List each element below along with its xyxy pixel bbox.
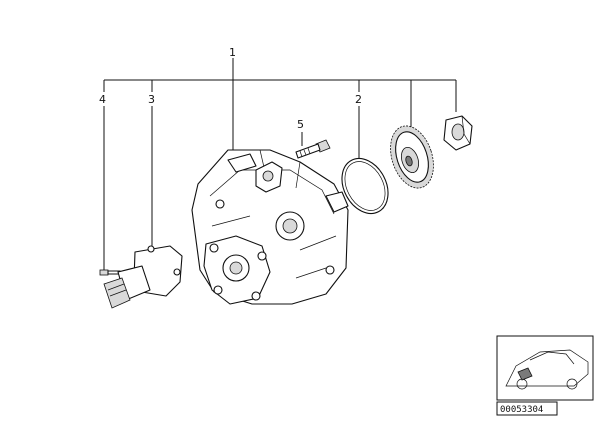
pump-cover-bolt-4 bbox=[251, 291, 261, 301]
nut-edges bbox=[461, 115, 471, 145]
callout-2: 2 bbox=[355, 93, 362, 106]
valve-bolt-hole-top bbox=[147, 245, 155, 253]
thumbnail-frame bbox=[496, 335, 594, 401]
callout-numbers: 1 4 3 2 5 bbox=[99, 46, 362, 131]
thumbnail-code: 00053304 bbox=[500, 405, 543, 415]
thumbnail-car-roof bbox=[529, 351, 575, 365]
screw-part-4 bbox=[99, 269, 121, 276]
pump-inlet-bore bbox=[282, 218, 298, 234]
valve-connector bbox=[103, 277, 131, 309]
thumbnail-engine-mark bbox=[517, 367, 533, 381]
callout-1: 1 bbox=[229, 46, 236, 59]
pump-drive-hub-center bbox=[229, 261, 243, 275]
pump-top-boss bbox=[227, 153, 257, 173]
pump-mount-hole-left bbox=[215, 199, 225, 209]
o-ring-outer bbox=[341, 158, 389, 214]
valve-connector-detail bbox=[107, 283, 127, 297]
pump-cover-bolt-2 bbox=[257, 251, 267, 261]
pump-mount-hole-right bbox=[325, 265, 335, 275]
bolt-thread bbox=[299, 147, 311, 158]
o-ring-part-2 bbox=[341, 158, 389, 214]
callout-4: 4 bbox=[99, 93, 106, 106]
screw-head bbox=[99, 269, 109, 276]
vehicle-thumbnail: 00053304 bbox=[496, 335, 594, 416]
high-pressure-pump-part-1 bbox=[191, 149, 349, 305]
hex-nut bbox=[443, 115, 473, 151]
pump-outlet-bore bbox=[262, 170, 274, 182]
pump-cover-bolt-3 bbox=[213, 285, 223, 295]
pump-ribs bbox=[211, 215, 337, 279]
thumbnail-code-box bbox=[496, 401, 558, 416]
leader-lines bbox=[103, 58, 457, 270]
nut-bore bbox=[451, 123, 465, 141]
bolt-part-5 bbox=[295, 139, 331, 159]
pressure-valve-part-3 bbox=[103, 245, 183, 309]
pump-shaft-stub bbox=[325, 191, 349, 213]
bolt-shank bbox=[295, 143, 321, 159]
thumbnail-rear-wheel bbox=[566, 378, 578, 390]
callout-3: 3 bbox=[148, 93, 155, 106]
drive-gear bbox=[390, 125, 434, 189]
thumbnail-car-body bbox=[505, 349, 589, 387]
callout-5: 5 bbox=[297, 118, 304, 131]
pump-cover-bolt-1 bbox=[209, 243, 219, 253]
gear-bore bbox=[405, 155, 413, 167]
valve-bolt-hole-right bbox=[173, 268, 181, 276]
o-ring-inner bbox=[344, 161, 386, 211]
